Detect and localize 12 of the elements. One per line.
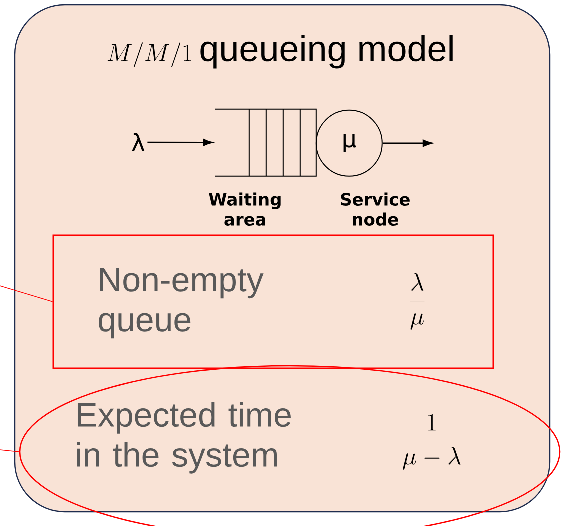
server-caption: Service node <box>341 192 410 226</box>
arrival-rate-label: λ <box>132 133 145 152</box>
panel-title: $M/M/1$ queueing model <box>108 35 453 69</box>
queue-caption: Waiting area <box>209 192 281 226</box>
metric-label: Non-empty queue <box>99 268 264 339</box>
arrow <box>382 140 433 147</box>
metric-formula: $\frac{\lambda}{\mu}$ <box>410 273 425 330</box>
arrow <box>148 139 214 146</box>
metric-label: Expected time in the system <box>77 402 291 474</box>
leader-line <box>0 450 20 452</box>
leader-line <box>0 286 54 302</box>
metric-formula: $\frac{1}{\mu - \lambda}$ <box>402 414 462 470</box>
